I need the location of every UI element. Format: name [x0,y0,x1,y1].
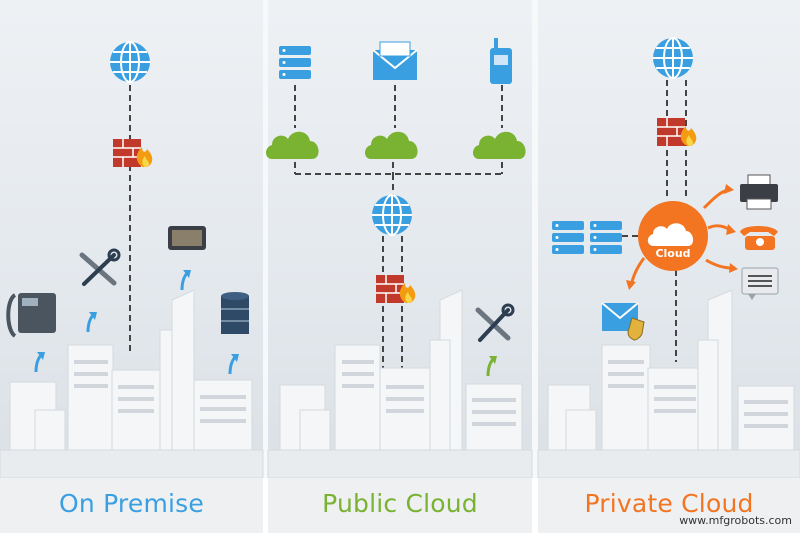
panel-on-premise [0,41,264,479]
printer-icon [740,174,778,210]
globe-icon [109,41,151,83]
database-icon [221,292,249,334]
on-premise-title: On Premise [59,489,204,518]
watermark: www.mfgrobots.com [679,514,792,527]
upload-arrow-icon [486,356,497,377]
tools-icon [79,248,121,286]
mail-icon [372,41,418,80]
upload-arrow-icon [228,352,241,376]
city-skyline [267,289,533,479]
city-skyline [0,289,264,479]
secure-mail-icon [601,302,645,341]
globe-icon [371,194,413,236]
telephone-icon [740,226,778,250]
city-skyline [537,289,800,479]
firewall-icon [375,274,417,304]
server-icon [590,221,622,254]
public-cloud-title: Public Cloud [322,489,478,518]
upload-arrow-icon [86,310,99,334]
upload-arrow-icon [180,268,193,292]
private-cloud-hub: Cloud [638,201,708,271]
connector-lines [294,85,503,370]
cloud-icon [473,131,526,159]
panel-private-cloud: Cloud [537,37,800,479]
cloud-icon [365,131,418,159]
phone-icon [6,293,56,338]
tablet-icon [168,226,206,250]
private-cloud-title: Private Cloud [584,489,754,518]
firewall-icon [112,138,154,168]
mobile-phone-icon [490,38,512,84]
panel-public-cloud [266,38,533,479]
tools-icon [475,303,515,342]
firewall-icon [656,117,698,147]
server-icon [552,221,584,254]
chat-icon [741,267,779,300]
server-icon [279,46,311,79]
upload-arrow-icon [34,350,47,374]
globe-icon [652,37,694,79]
hub-label: Cloud [655,247,690,260]
cloud-icon [266,131,319,159]
